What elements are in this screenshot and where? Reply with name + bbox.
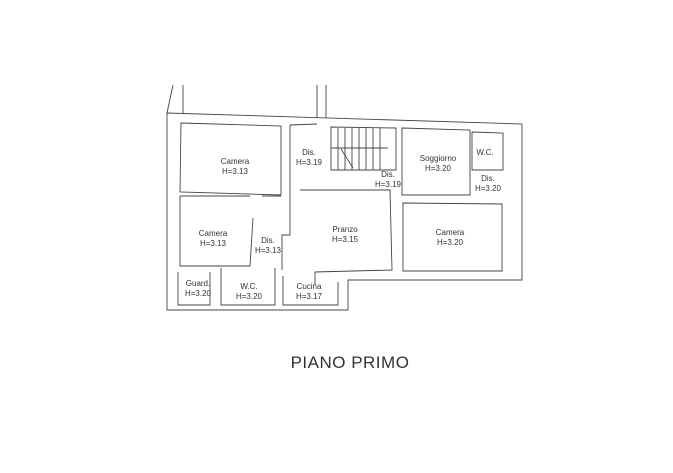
room-pranzo-walls xyxy=(300,189,393,285)
room-wc-walls xyxy=(471,131,504,171)
party-wall-line xyxy=(166,84,174,114)
room-soggiorno-walls xyxy=(401,127,471,196)
room-camera-3-walls xyxy=(402,202,503,272)
room-camera-2-walls xyxy=(179,195,281,267)
hall-walls xyxy=(281,123,318,270)
room-label-disimpegno: Dis.H=3.19 xyxy=(295,148,323,167)
room-label-wc: W.C. xyxy=(476,148,494,157)
room-camera-1-walls xyxy=(179,122,282,196)
stair-treads xyxy=(331,128,388,170)
room-label-guardaroba: Guard.H=3.20 xyxy=(184,279,212,298)
room-label-wc: W.C.H=3.20 xyxy=(235,282,263,301)
room-label-disimpegno: Dis.H=3.13 xyxy=(254,236,282,255)
room-label-disimpegno: Dis.H=3.20 xyxy=(474,174,502,193)
service-rooms-walls xyxy=(177,268,339,306)
plan-title: PIANO PRIMO xyxy=(290,353,410,372)
outer-wall xyxy=(166,112,523,311)
room-label-disimpegno: Dis.H=3.19 xyxy=(374,170,402,189)
staircase xyxy=(330,126,397,171)
